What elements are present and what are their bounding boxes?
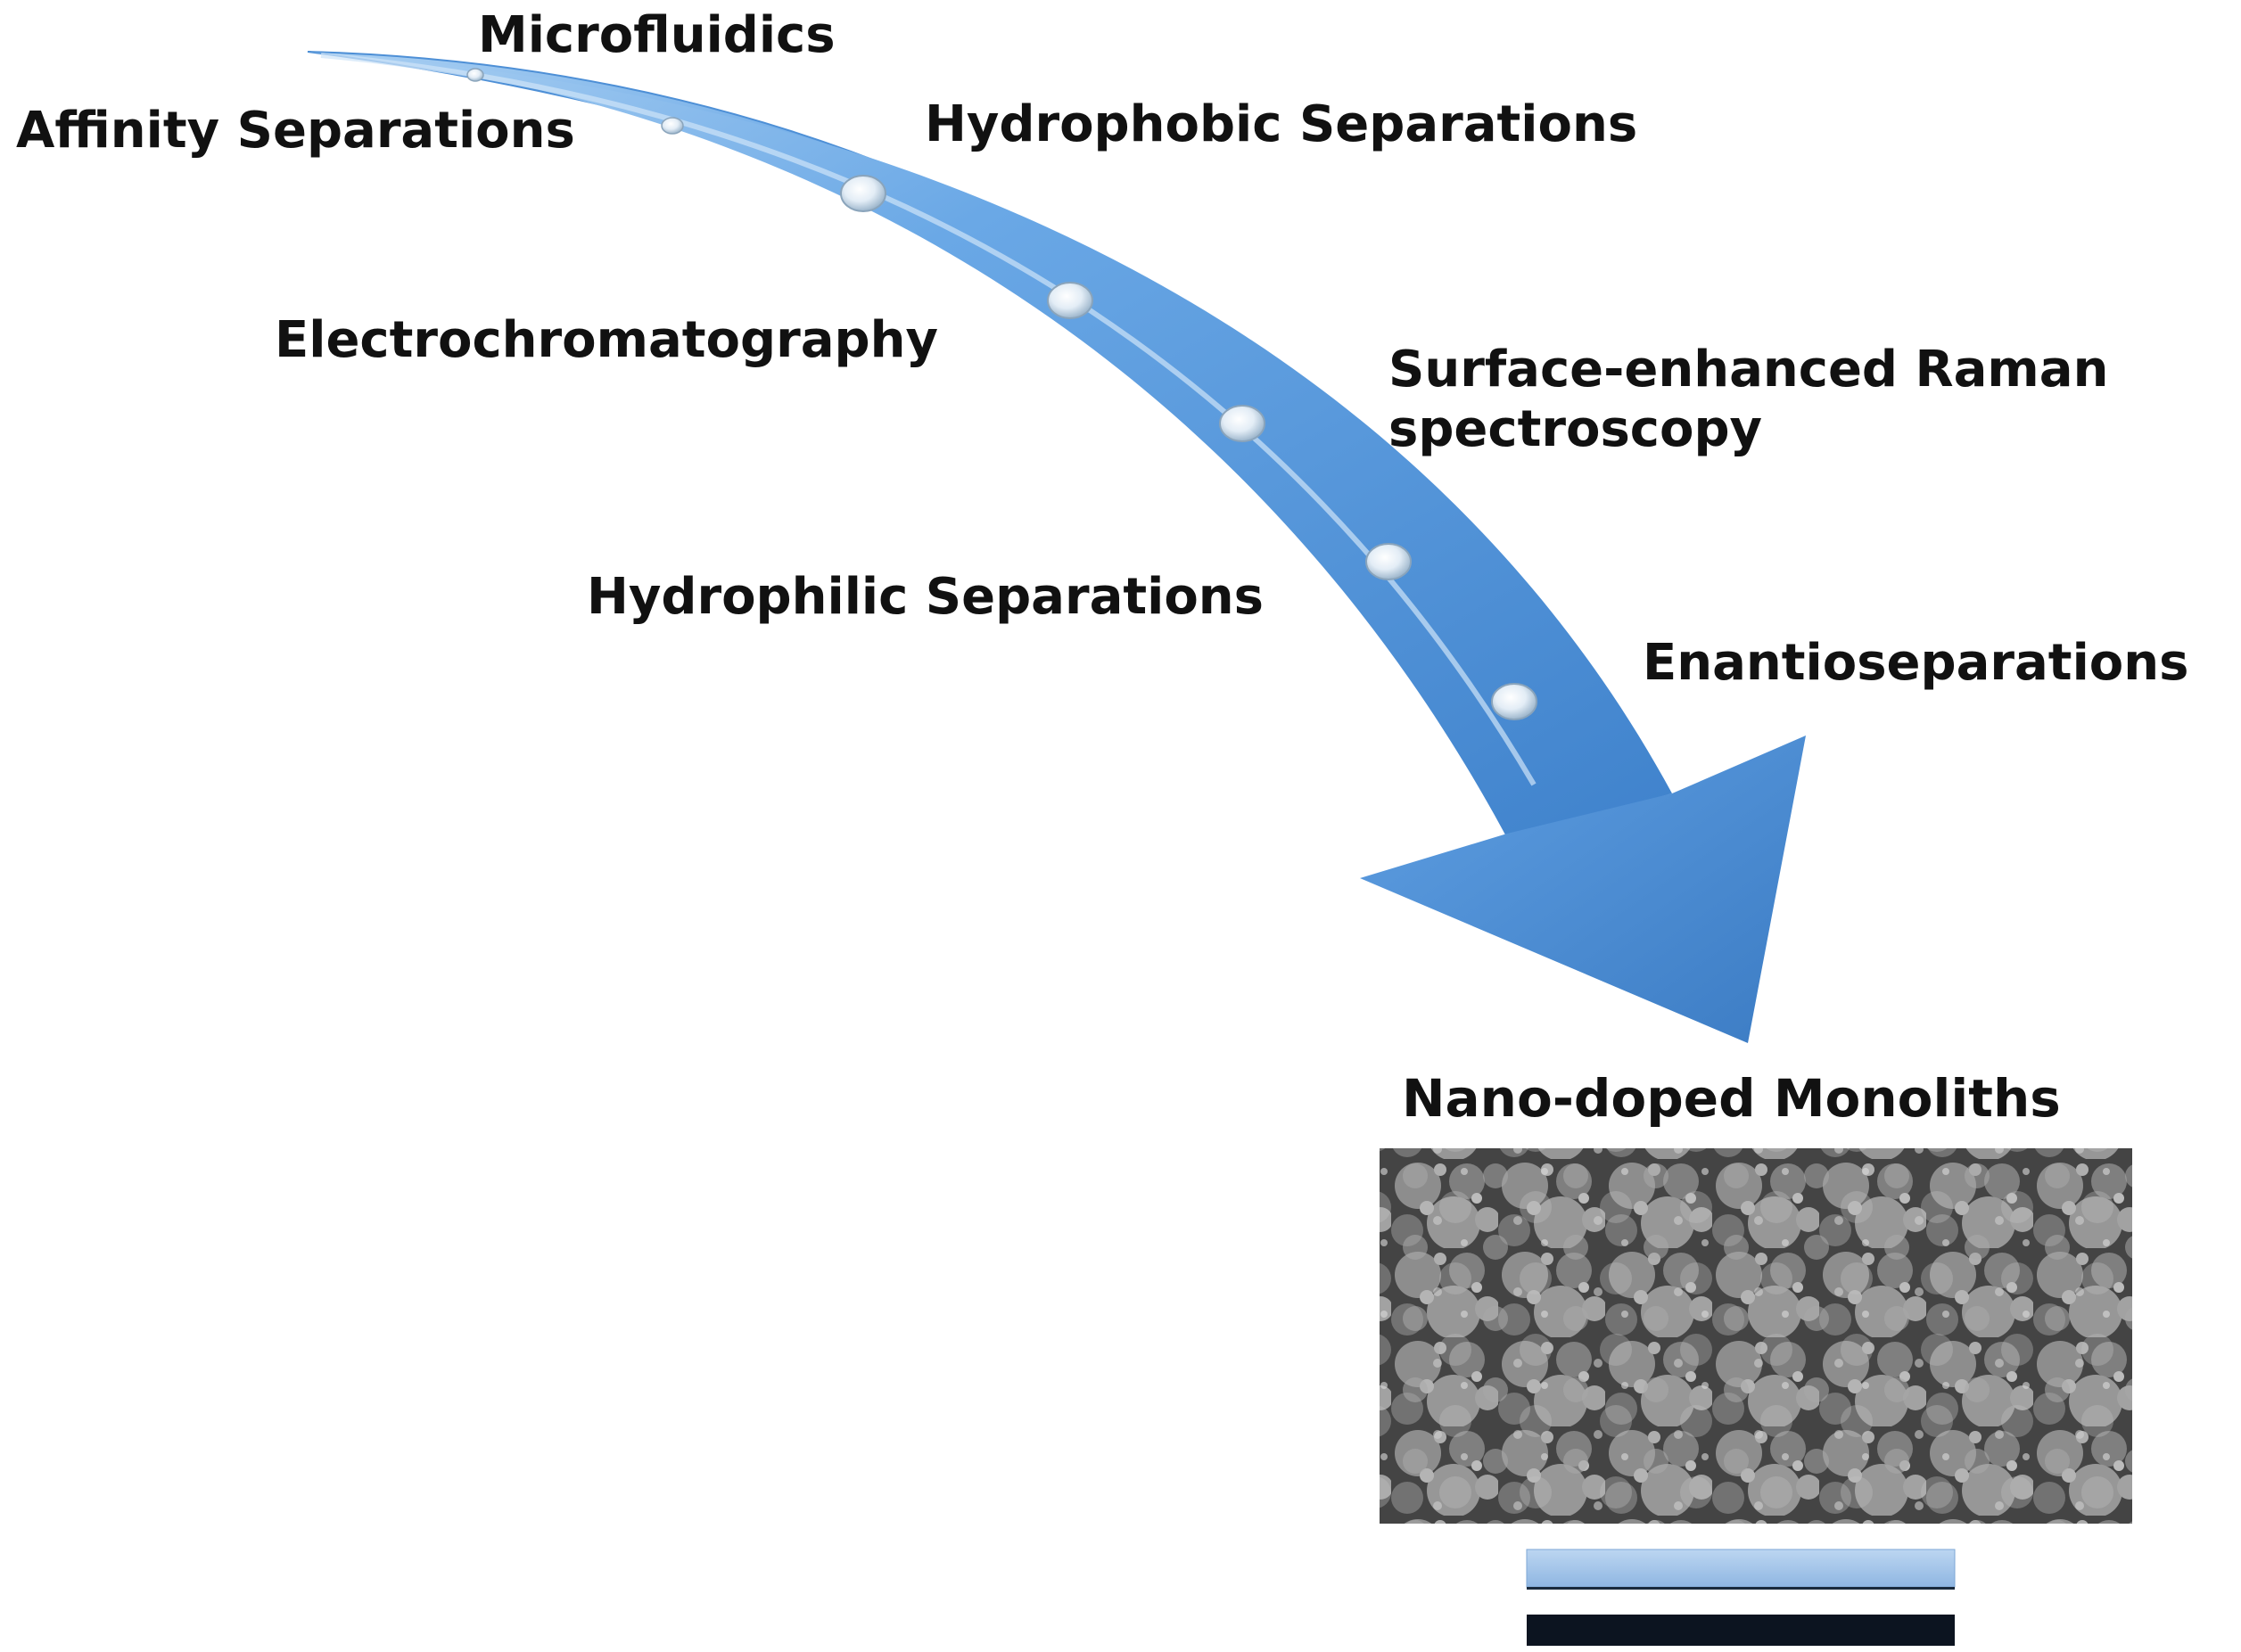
bead-icon-group bbox=[466, 68, 1537, 720]
dark-bar bbox=[1527, 1615, 1955, 1646]
label-raman-line1: Surface-enhanced Raman bbox=[1388, 341, 2108, 399]
bead-icon bbox=[1219, 405, 1265, 442]
light-bar-underline bbox=[1527, 1587, 1955, 1590]
label-enantioseparations: Enantioseparations bbox=[1643, 634, 2188, 692]
bead-icon bbox=[466, 68, 484, 82]
label-hydrophilic-separations: Hydrophilic Separations bbox=[587, 568, 1264, 626]
label-electrochromatography: Electrochromatography bbox=[275, 311, 938, 369]
curved-arrow-highlight bbox=[320, 53, 1537, 786]
bead-icon bbox=[1047, 282, 1093, 319]
label-hydrophobic-separations: Hydrophobic Separations bbox=[925, 95, 1637, 153]
label-microfluidics: Microfluidics bbox=[478, 6, 836, 64]
bead-icon bbox=[1491, 683, 1537, 720]
curved-arrow-head bbox=[1360, 736, 1806, 1043]
label-nano-doped-monoliths: Nano-doped Monoliths bbox=[1402, 1068, 2061, 1129]
bead-icon bbox=[1365, 543, 1412, 580]
sem-micrograph bbox=[1380, 1148, 2132, 1524]
curved-arrow-shaft bbox=[308, 52, 1672, 838]
bead-icon bbox=[661, 117, 684, 135]
label-raman-line2: spectroscopy bbox=[1388, 400, 1762, 458]
label-affinity-separations: Affinity Separations bbox=[16, 102, 575, 160]
light-bar bbox=[1526, 1549, 1956, 1588]
bead-icon bbox=[840, 175, 886, 212]
